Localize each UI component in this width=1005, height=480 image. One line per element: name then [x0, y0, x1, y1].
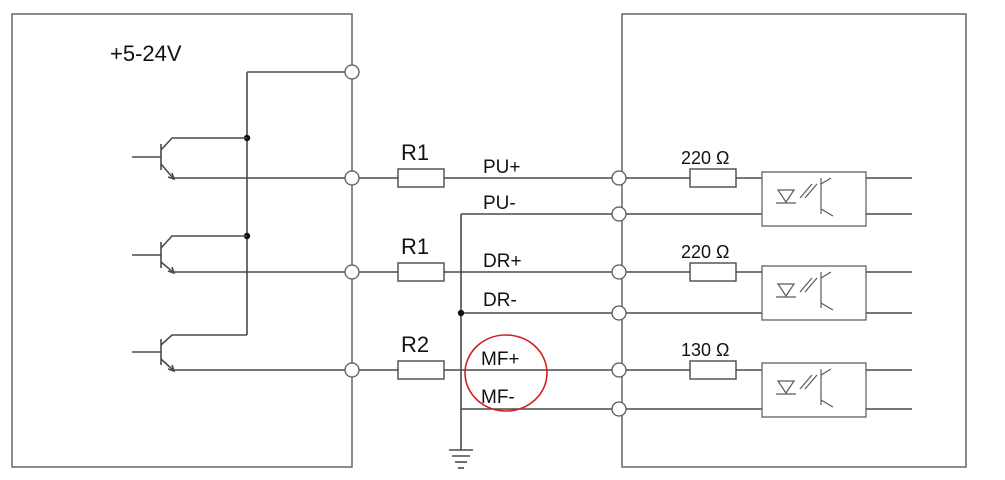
- ohm-label-dr: 220 Ω: [681, 242, 730, 262]
- controller-box: [11, 13, 353, 468]
- resistor-r1-pu: [397, 168, 445, 188]
- terminal-mf-minus: [611, 401, 627, 417]
- driver-box: [621, 13, 967, 468]
- ohm-label-pu: 220 Ω: [681, 148, 730, 168]
- terminal-pu-minus: [611, 206, 627, 222]
- signal-label-mf-plus: MF+: [481, 349, 520, 370]
- optocoupler-mf: [761, 362, 867, 418]
- resistor-220-pu: [689, 168, 737, 188]
- terminal-dr-plus: [611, 264, 627, 280]
- transistor-q3: [132, 334, 247, 373]
- resistor-220-dr: [689, 262, 737, 282]
- resistor-label-r1-dr: R1: [401, 234, 429, 259]
- resistor-label-r1-pu: R1: [401, 140, 429, 165]
- supply-label: +5-24V: [110, 41, 182, 66]
- ground-icon: [449, 449, 473, 469]
- signal-label-pu-plus: PU+: [483, 157, 521, 178]
- ground-bus: [457, 214, 465, 450]
- terminal-mf-plus: [611, 362, 627, 378]
- signal-label-mf-minus: MF-: [481, 387, 515, 408]
- resistor-r2-mf: [397, 360, 445, 380]
- ohm-label-mf: 130 Ω: [681, 340, 730, 360]
- signal-label-pu-minus: PU-: [483, 193, 516, 214]
- optocoupler-pu: [761, 171, 867, 227]
- terminal-dr-minus: [611, 305, 627, 321]
- signal-label-dr-plus: DR+: [483, 251, 522, 272]
- transistor-q1: [132, 137, 247, 181]
- resistor-130-mf: [689, 360, 737, 380]
- resistor-r1-dr: [397, 262, 445, 282]
- terminal-mf-out: [344, 362, 360, 378]
- terminal-pu-plus: [611, 170, 627, 186]
- signal-label-dr-minus: DR-: [483, 290, 517, 311]
- highlight-circle: [464, 334, 548, 412]
- terminal-supply: [344, 64, 360, 80]
- supply-rail: [243, 71, 346, 335]
- terminal-pu-out: [344, 170, 360, 186]
- terminal-dr-out: [344, 264, 360, 280]
- optocoupler-dr: [761, 265, 867, 321]
- transistor-q2: [132, 235, 247, 275]
- resistor-label-r2-mf: R2: [401, 332, 429, 357]
